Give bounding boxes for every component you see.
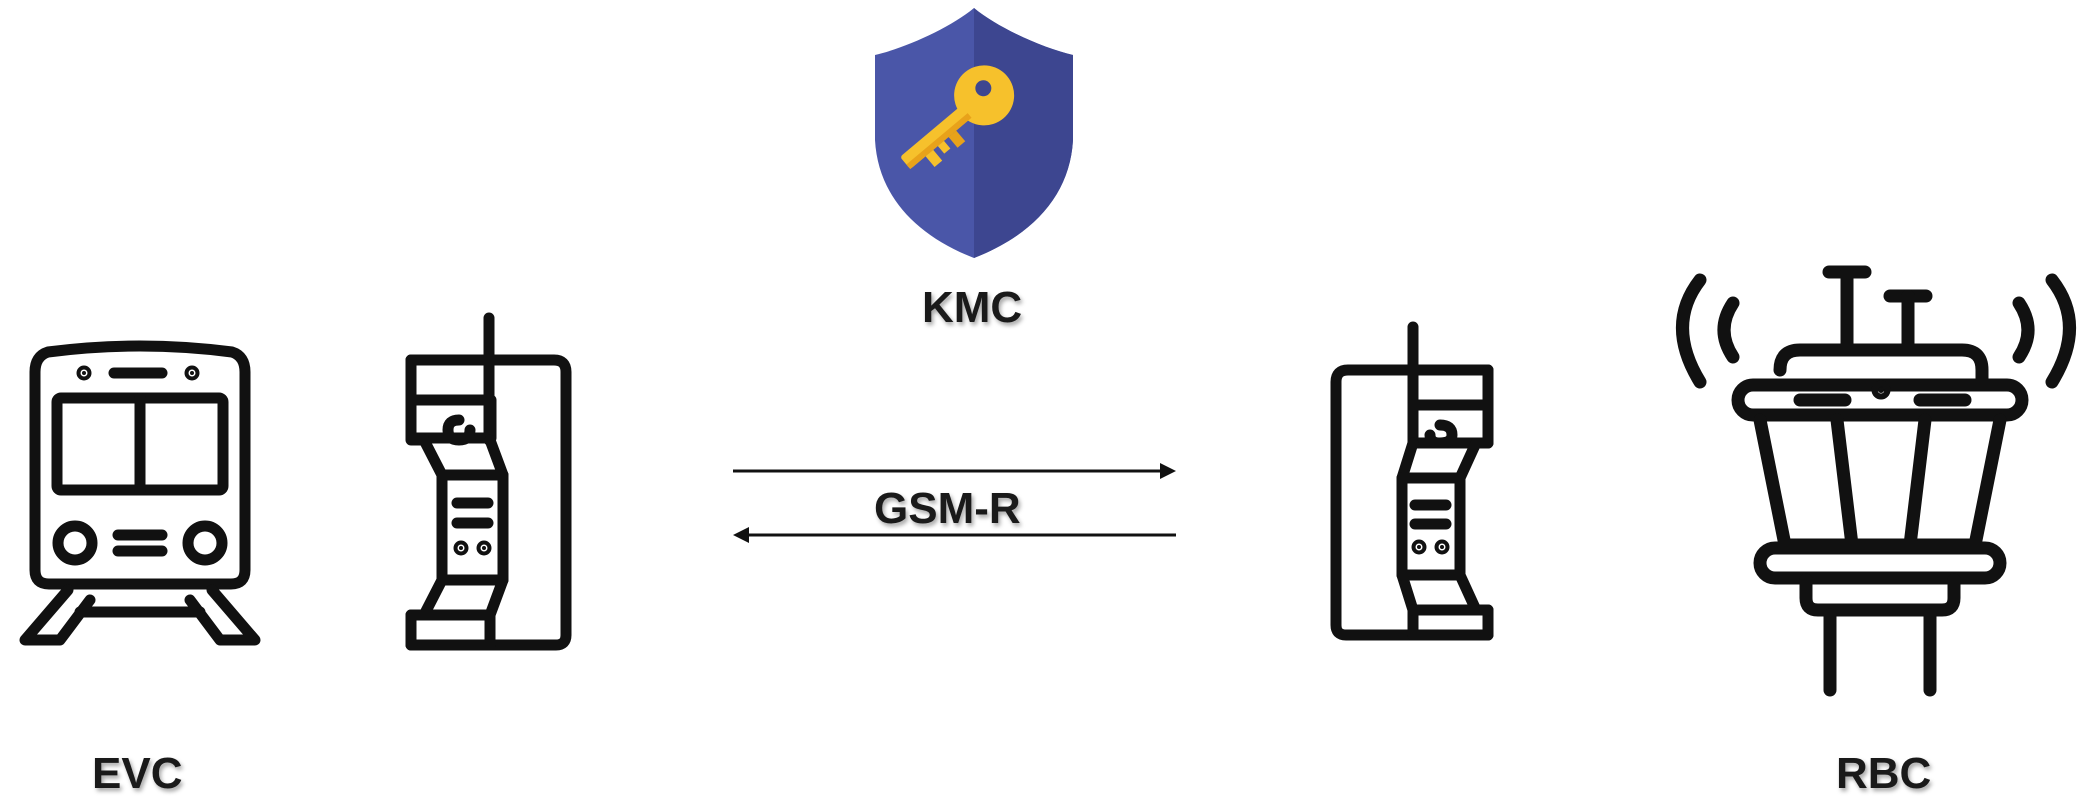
- mobile-phone-icon: [405, 312, 572, 651]
- key-shield-icon: [875, 8, 1073, 258]
- rbc-label: RBC: [1836, 749, 1932, 798]
- mobile-phone-icon: [1330, 321, 1494, 641]
- kmc-label: KMC: [922, 283, 1023, 332]
- control-tower-icon: [1676, 265, 2076, 697]
- train-icon: [19, 340, 261, 646]
- evc-label: EVC: [92, 749, 183, 798]
- gsm-link-arrows: [733, 463, 1176, 543]
- gsm-r-label: GSM-R: [874, 484, 1021, 533]
